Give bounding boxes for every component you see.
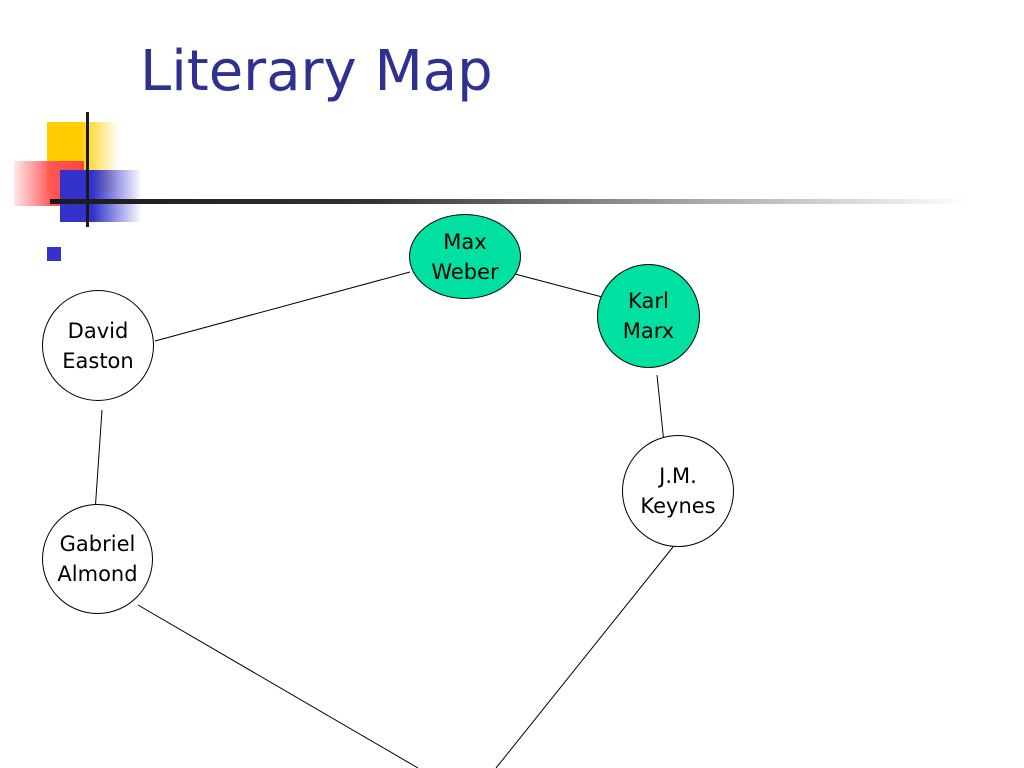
node-karl-marx: Karl Marx bbox=[597, 264, 700, 368]
decorative-horizontal-rule bbox=[50, 199, 970, 204]
node-label: Gabriel Almond bbox=[57, 532, 138, 586]
node-jm-keynes: J.M. Keynes bbox=[622, 435, 734, 547]
node-label: Max Weber bbox=[431, 229, 499, 284]
decorative-blue-square bbox=[60, 170, 142, 222]
edge-keynes-bottom bbox=[495, 546, 674, 768]
node-gabriel-almond: Gabriel Almond bbox=[42, 504, 153, 614]
node-label: David Easton bbox=[62, 318, 134, 373]
node-label: Karl Marx bbox=[622, 289, 675, 343]
node-david-easton: David Easton bbox=[42, 290, 154, 401]
edge-weber-easton bbox=[154, 271, 411, 342]
edge-almond-bottom bbox=[137, 604, 419, 768]
edge-easton-almond bbox=[94, 409, 103, 513]
edge-weber-marx bbox=[514, 273, 607, 299]
bullet-square-icon bbox=[47, 247, 61, 261]
node-max-weber: Max Weber bbox=[409, 214, 521, 299]
decorative-vertical-line bbox=[86, 112, 89, 227]
slide-title: Literary Map bbox=[140, 39, 493, 104]
node-label: J.M. Keynes bbox=[640, 464, 716, 518]
